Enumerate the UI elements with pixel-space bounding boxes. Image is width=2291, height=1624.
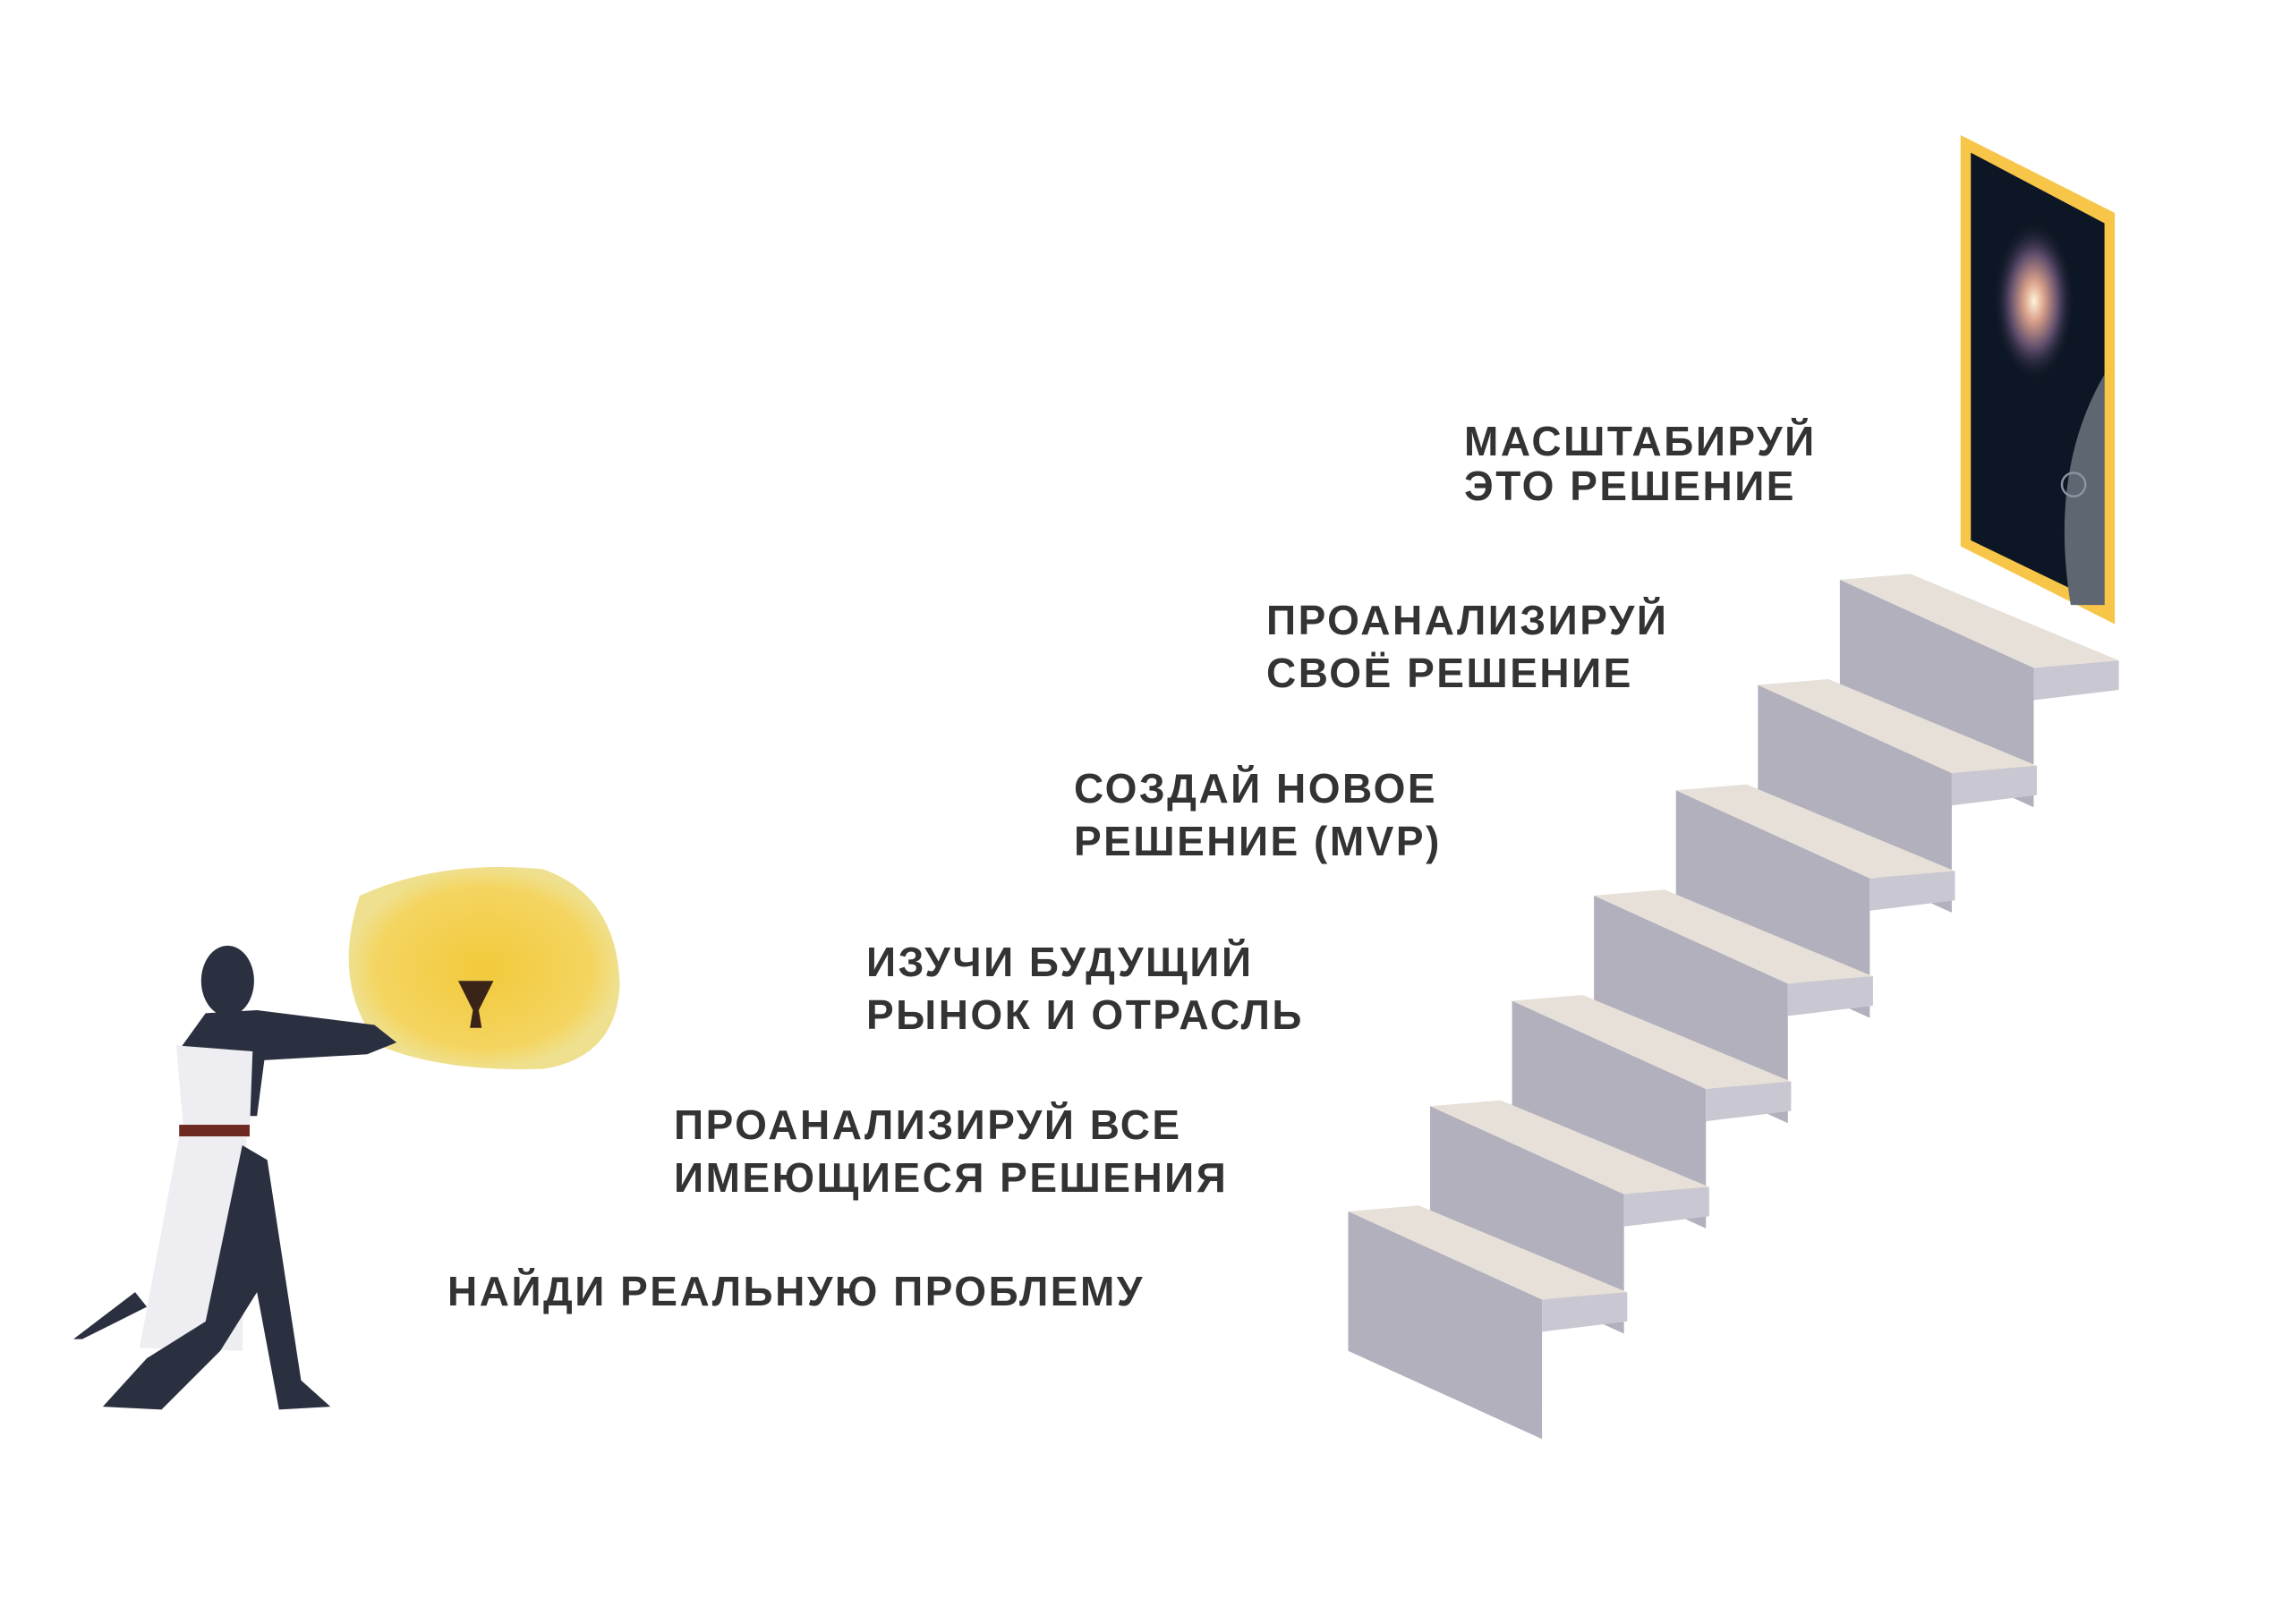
step-line-2: РЕШЕНИЕ (MVP) (1074, 818, 1442, 864)
portal-door (1960, 134, 2116, 625)
step-line-2: РЫНОК И ОТРАСЛЬ (866, 991, 1304, 1038)
step-line-2: СВОЁ РЕШЕНИЕ (1266, 650, 1633, 696)
step-label-create-mvp: СОЗДАЙ НОВОЕ РЕШЕНИЕ (MVP) (1074, 762, 1442, 868)
step-label-study-market: ИЗУЧИ БУДУЩИЙ РЫНОК И ОТРАСЛЬ (866, 936, 1304, 1042)
knight-figure (73, 945, 397, 1410)
step-line-2: ЭТО РЕШЕНИЕ (1464, 463, 1796, 509)
stair-step (1348, 1205, 1628, 1440)
stairs (1348, 574, 2119, 1440)
step-line-1: ИЗУЧИ БУДУЩИЙ (866, 939, 1254, 985)
step-line-1: СОЗДАЙ НОВОЕ (1074, 765, 1438, 812)
step-line-1: ПРОАНАЛИЗИРУЙ ВСЕ (674, 1101, 1182, 1148)
golden-sun-with-grail (348, 866, 620, 1070)
step-label-scale: МАСШТАБИРУЙ ЭТО РЕШЕНИЕ (1464, 419, 1817, 508)
galaxy-icon (1992, 220, 2075, 382)
step-line-1: МАСШТАБИРУЙ (1464, 418, 1817, 464)
step-label-analyze-own: ПРОАНАЛИЗИРУЙ СВОЁ РЕШЕНИЕ (1266, 594, 1668, 700)
step-line-1: ПРОАНАЛИЗИРУЙ (1266, 597, 1669, 643)
grail-icon (458, 981, 494, 1028)
step-line-2: ИМЕЮЩИЕСЯ РЕШЕНИЯ (674, 1154, 1229, 1201)
step-line-1: НАЙДИ РЕАЛЬНУЮ ПРОБЛЕМУ (447, 1268, 1145, 1314)
step-label-find-problem: НАЙДИ РЕАЛЬНУЮ ПРОБЛЕМУ (447, 1265, 1145, 1318)
step-label-analyze-solutions: ПРОАНАЛИЗИРУЙ ВСЕ ИМЕЮЩИЕСЯ РЕШЕНИЯ (674, 1099, 1228, 1204)
